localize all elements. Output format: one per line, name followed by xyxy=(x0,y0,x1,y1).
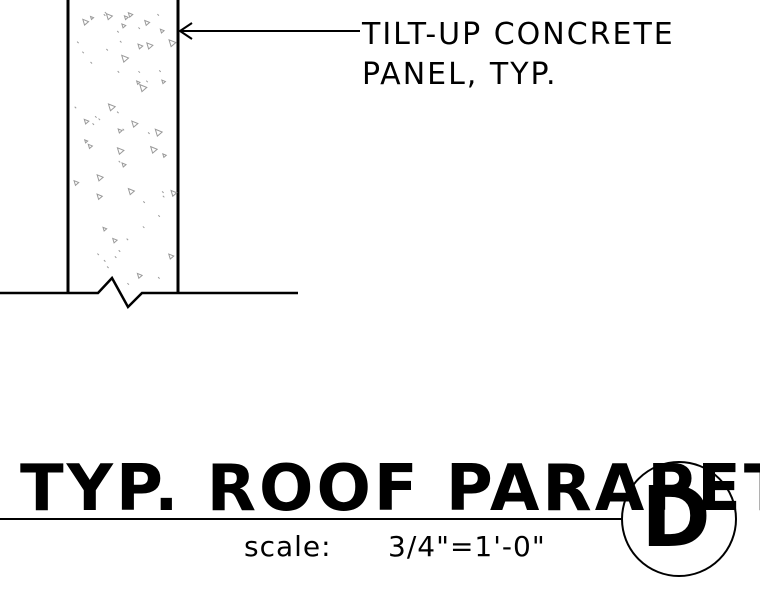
hatch-aggregate xyxy=(123,15,130,21)
hatch-aggregate xyxy=(102,226,108,232)
hatch-speck xyxy=(76,41,79,44)
hatch-speck xyxy=(117,70,120,73)
hatch-speck xyxy=(103,13,106,17)
detail-title: TYP. ROOF PARAPET xyxy=(20,452,760,526)
hatch-speck xyxy=(127,282,130,286)
hatch-aggregate xyxy=(89,15,95,21)
break-line-icon xyxy=(0,275,298,310)
hatch-aggregate xyxy=(137,43,144,50)
hatch-aggregate xyxy=(154,128,164,138)
hatch-speck xyxy=(162,195,165,198)
hatch-aggregate xyxy=(161,79,167,85)
hatch-speck xyxy=(116,30,120,33)
hatch-aggregate xyxy=(139,83,148,93)
hatch-speck xyxy=(103,259,106,263)
concrete-aggregate-hatch-icon xyxy=(73,11,178,286)
hatch-speck xyxy=(114,256,117,259)
hatch-aggregate xyxy=(96,193,104,201)
hatch-speck xyxy=(147,132,150,135)
hatch-aggregate xyxy=(149,145,159,155)
hatch-speck xyxy=(118,160,121,163)
hatch-speck xyxy=(126,238,129,241)
hatch-speck xyxy=(138,27,141,30)
hatch-aggregate xyxy=(105,12,114,21)
hatch-speck xyxy=(116,111,119,114)
hatch-aggregate xyxy=(83,139,89,144)
hatch-aggregate xyxy=(111,237,119,244)
hatch-aggregate xyxy=(83,118,90,125)
hatch-speck xyxy=(118,249,121,253)
hatch-aggregate xyxy=(117,128,124,134)
scale-label: scale: xyxy=(244,530,332,563)
hatch-speck xyxy=(157,276,160,279)
hatch-aggregate xyxy=(121,162,127,168)
hatch-aggregate xyxy=(127,11,134,19)
hatch-speck xyxy=(98,118,101,121)
hatch-aggregate xyxy=(121,23,127,29)
hatch-speck xyxy=(90,61,93,64)
leader-arrow-icon xyxy=(178,22,360,40)
hatch-aggregate xyxy=(87,143,94,150)
hatch-speck xyxy=(142,201,146,204)
hatch-speck xyxy=(142,226,145,229)
hatch-speck xyxy=(158,69,162,73)
hatch-speck xyxy=(106,48,109,51)
hatch-aggregate xyxy=(73,179,80,187)
scale-value: 3/4"=1'-0" xyxy=(388,530,546,563)
detail-marker-circle xyxy=(621,461,737,577)
hatch-speck xyxy=(157,214,161,218)
callout-line-1: TILT-UP CONCRETE xyxy=(361,17,675,52)
concrete-panel xyxy=(66,0,180,293)
hatch-aggregate xyxy=(143,19,151,27)
hatch-speck xyxy=(94,115,97,119)
callout-line-2: PANEL, TYP. xyxy=(362,57,557,92)
hatch-speck xyxy=(92,123,95,126)
hatch-aggregate xyxy=(82,18,90,26)
hatch-aggregate xyxy=(130,120,139,129)
hatch-speck xyxy=(106,266,109,269)
hatch-speck xyxy=(157,13,160,16)
hatch-aggregate xyxy=(168,38,177,48)
hatch-speck xyxy=(74,106,77,109)
hatch-aggregate xyxy=(120,54,130,63)
hatch-aggregate xyxy=(159,28,166,34)
hatch-speck xyxy=(97,253,100,256)
hatch-speck xyxy=(138,70,141,74)
hatch-speck xyxy=(81,51,85,54)
hatch-aggregate xyxy=(170,189,178,198)
hatch-aggregate xyxy=(107,103,117,112)
hatch-aggregate xyxy=(146,42,154,50)
hatch-aggregate xyxy=(116,146,125,156)
hatch-aggregate xyxy=(96,173,105,182)
hatch-speck xyxy=(119,40,122,43)
hatch-speck xyxy=(122,128,125,131)
hatch-aggregate xyxy=(136,272,144,280)
hatch-aggregate xyxy=(135,80,141,86)
hatch-aggregate xyxy=(167,253,175,260)
hatch-speck xyxy=(161,191,164,194)
detail-marker: D xyxy=(621,461,737,577)
hatch-aggregate xyxy=(162,153,168,159)
hatch-speck xyxy=(145,80,149,83)
hatch-aggregate xyxy=(127,187,136,196)
detail-marker-letter: D xyxy=(641,468,711,566)
